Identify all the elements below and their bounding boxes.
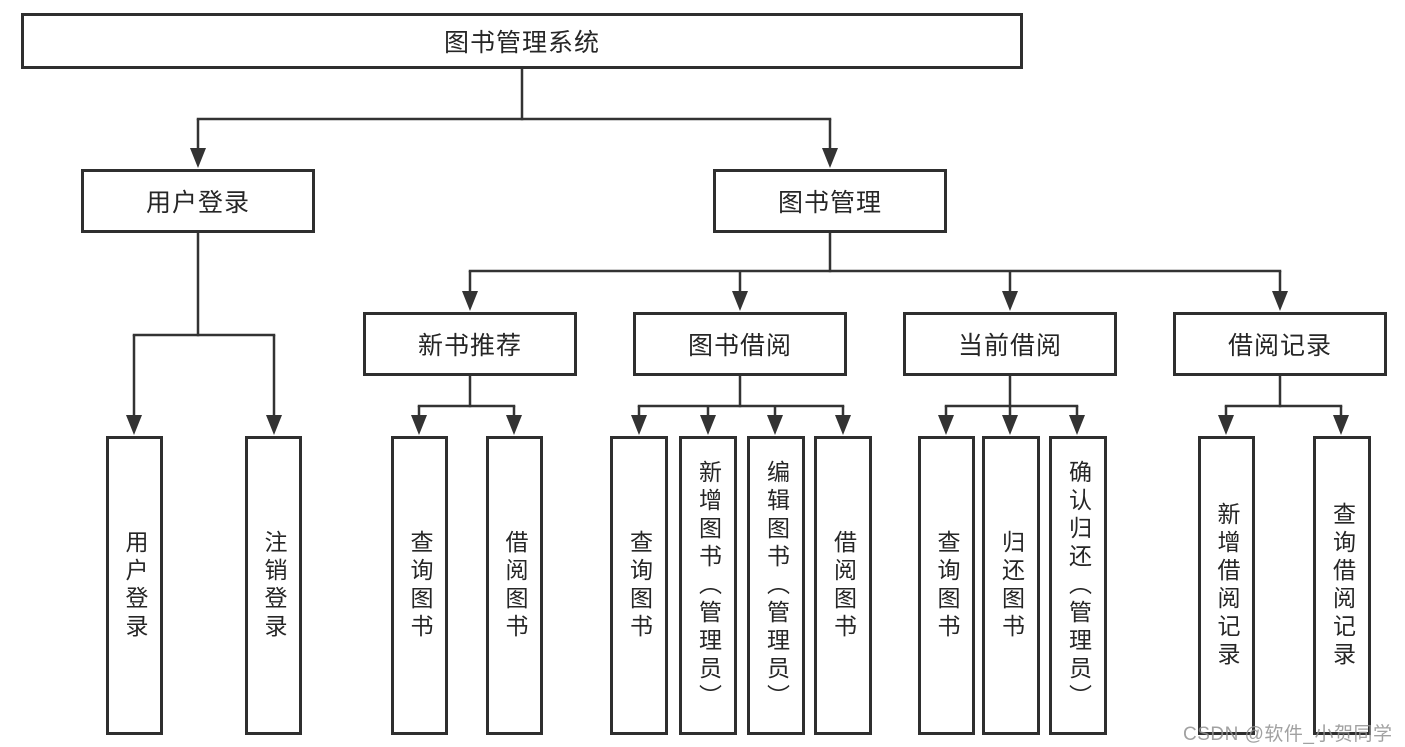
leaf-borrow-books: 借阅图书	[814, 436, 872, 735]
connector-book-management-children	[462, 233, 1288, 311]
node-user-login: 用户登录	[81, 169, 315, 233]
leaf-query-books-current: 查询图书	[918, 436, 975, 735]
leaf-add-book-admin-label: 新增图书（管理员）	[695, 459, 722, 712]
node-borrow-records-label: 借阅记录	[1227, 332, 1332, 360]
leaf-query-books-borrow-label: 查询图书	[626, 529, 653, 642]
leaf-borrow-books-recommend: 借阅图书	[486, 436, 543, 735]
leaf-logout-label: 注销登录	[261, 529, 287, 642]
node-user-login-label: 用户登录	[145, 189, 250, 217]
node-current-borrow-label: 当前借阅	[957, 332, 1062, 360]
connector-borrow-records-children	[1218, 376, 1349, 435]
leaf-query-borrow-record-label: 查询借阅记录	[1329, 501, 1356, 670]
node-root: 图书管理系统	[21, 13, 1023, 69]
connector-book-borrow-children	[631, 376, 851, 435]
leaf-add-borrow-record-label: 新增借阅记录	[1214, 501, 1240, 670]
leaf-return-books: 归还图书	[982, 436, 1040, 735]
node-root-label: 图书管理系统	[443, 29, 600, 57]
leaf-return-books-label: 归还图书	[998, 529, 1025, 642]
watermark: CSDN @软件_小贺同学	[1183, 724, 1393, 745]
connector-new-book-children	[411, 376, 522, 435]
leaf-user-login-label: 用户登录	[122, 529, 148, 642]
node-book-borrow: 图书借阅	[633, 312, 847, 376]
connector-current-borrow-children	[938, 376, 1085, 435]
leaf-query-books-current-label: 查询图书	[934, 529, 960, 642]
leaf-query-books-recommend-label: 查询图书	[407, 529, 433, 642]
leaf-logout: 注销登录	[245, 436, 302, 735]
leaf-borrow-books-recommend-label: 借阅图书	[502, 529, 528, 642]
connector-root-to-level2	[190, 69, 838, 168]
leaf-query-borrow-record: 查询借阅记录	[1313, 436, 1371, 735]
node-book-management: 图书管理	[713, 169, 947, 233]
leaf-edit-book-admin-label: 编辑图书（管理员）	[763, 459, 790, 712]
leaf-edit-book-admin: 编辑图书（管理员）	[747, 436, 805, 735]
leaf-query-books-borrow: 查询图书	[610, 436, 668, 735]
node-book-management-label: 图书管理	[777, 189, 882, 217]
node-new-book-recommend: 新书推荐	[363, 312, 577, 376]
node-new-book-recommend-label: 新书推荐	[417, 332, 522, 360]
leaf-query-books-recommend: 查询图书	[391, 436, 448, 735]
leaf-add-book-admin: 新增图书（管理员）	[679, 436, 737, 735]
leaf-confirm-return-admin: 确认归还（管理员）	[1049, 436, 1107, 735]
node-borrow-records: 借阅记录	[1173, 312, 1387, 376]
connector-user-login-children	[126, 233, 282, 435]
node-current-borrow: 当前借阅	[903, 312, 1117, 376]
leaf-borrow-books-label: 借阅图书	[830, 529, 857, 642]
leaf-confirm-return-admin-label: 确认归还（管理员）	[1065, 459, 1092, 712]
leaf-add-borrow-record: 新增借阅记录	[1198, 436, 1255, 735]
node-book-borrow-label: 图书借阅	[687, 332, 792, 360]
leaf-user-login: 用户登录	[106, 436, 163, 735]
